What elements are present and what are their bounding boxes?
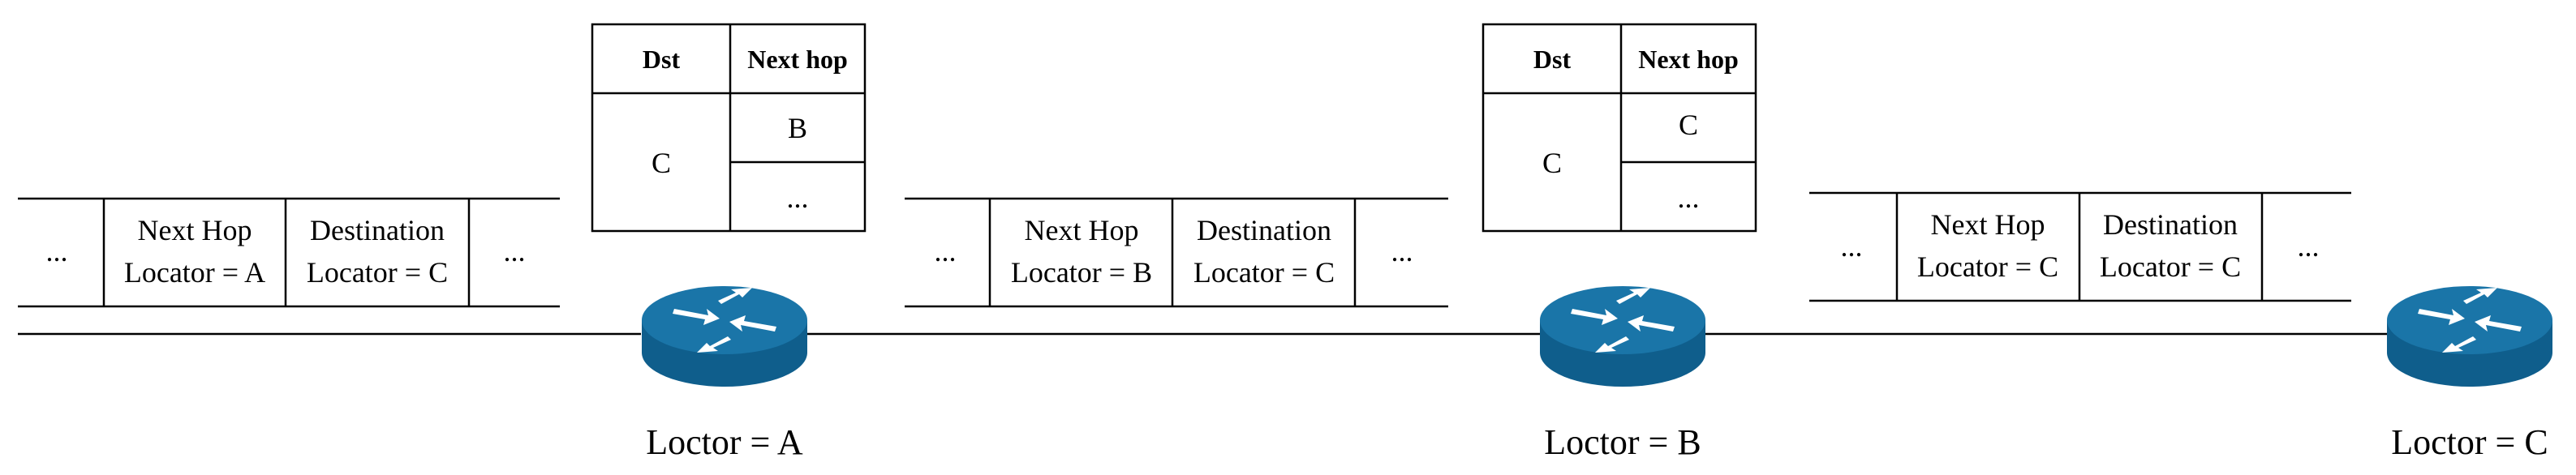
packet-leading-ellipsis: ...	[46, 235, 68, 267]
packet-trailing-ellipsis: ...	[504, 235, 526, 267]
router-locator-label: Loctor = B	[1544, 422, 1701, 462]
packet-leading-ellipsis: ...	[935, 235, 957, 267]
router-locator-label: Loctor = A	[646, 422, 803, 462]
router-c: Loctor = C	[2387, 286, 2552, 462]
packet-header-2: ... Next Hop Locator = B Destination Loc…	[905, 197, 1448, 308]
router-locator-label: Loctor = C	[2391, 422, 2548, 462]
destination-field-value: Locator = C	[2100, 250, 2241, 283]
table-dst-value: C	[652, 147, 671, 179]
table-dst-value: C	[1542, 147, 1562, 179]
next-hop-field-label: Next Hop	[1025, 214, 1139, 246]
next-hop-field-value: Locator = A	[124, 256, 265, 289]
table-header-next-hop: Next hop	[747, 45, 848, 74]
table-next-hop-ellipsis: ...	[787, 182, 809, 214]
packet-leading-ellipsis: ...	[1841, 230, 1863, 263]
next-hop-field-value: Locator = C	[1917, 250, 2058, 283]
router-b: Loctor = B	[1540, 286, 1705, 462]
next-hop-field-label: Next Hop	[138, 214, 252, 246]
destination-field-value: Locator = C	[307, 256, 448, 289]
next-hop-field-value: Locator = B	[1011, 256, 1152, 289]
table-next-hop-value: C	[1679, 109, 1698, 141]
packet-trailing-ellipsis: ...	[1391, 235, 1413, 267]
table-header-next-hop: Next hop	[1638, 45, 1739, 74]
table-header-dst: Dst	[643, 45, 681, 74]
router-icon	[2387, 286, 2552, 387]
destination-field-label: Destination	[2103, 208, 2238, 241]
routing-table-b: Dst Next hop C C ...	[1482, 23, 1757, 233]
next-hop-field-label: Next Hop	[1931, 208, 2045, 241]
table-next-hop-ellipsis: ...	[1678, 182, 1700, 214]
packet-header-3: ... Next Hop Locator = C Destination Loc…	[1809, 191, 2351, 302]
table-header-dst: Dst	[1533, 45, 1572, 74]
destination-field-label: Destination	[310, 214, 445, 246]
routing-table-a: Dst Next hop C B ...	[591, 23, 867, 233]
packet-header-1: ... Next Hop Locator = A Destination Loc…	[18, 197, 560, 308]
router-icon	[642, 286, 807, 387]
table-next-hop-value: B	[788, 112, 807, 144]
router-a: Loctor = A	[642, 286, 807, 462]
router-icon	[1540, 286, 1705, 387]
packet-trailing-ellipsis: ...	[2298, 230, 2320, 263]
destination-field-value: Locator = C	[1193, 256, 1335, 289]
destination-field-label: Destination	[1197, 214, 1331, 246]
